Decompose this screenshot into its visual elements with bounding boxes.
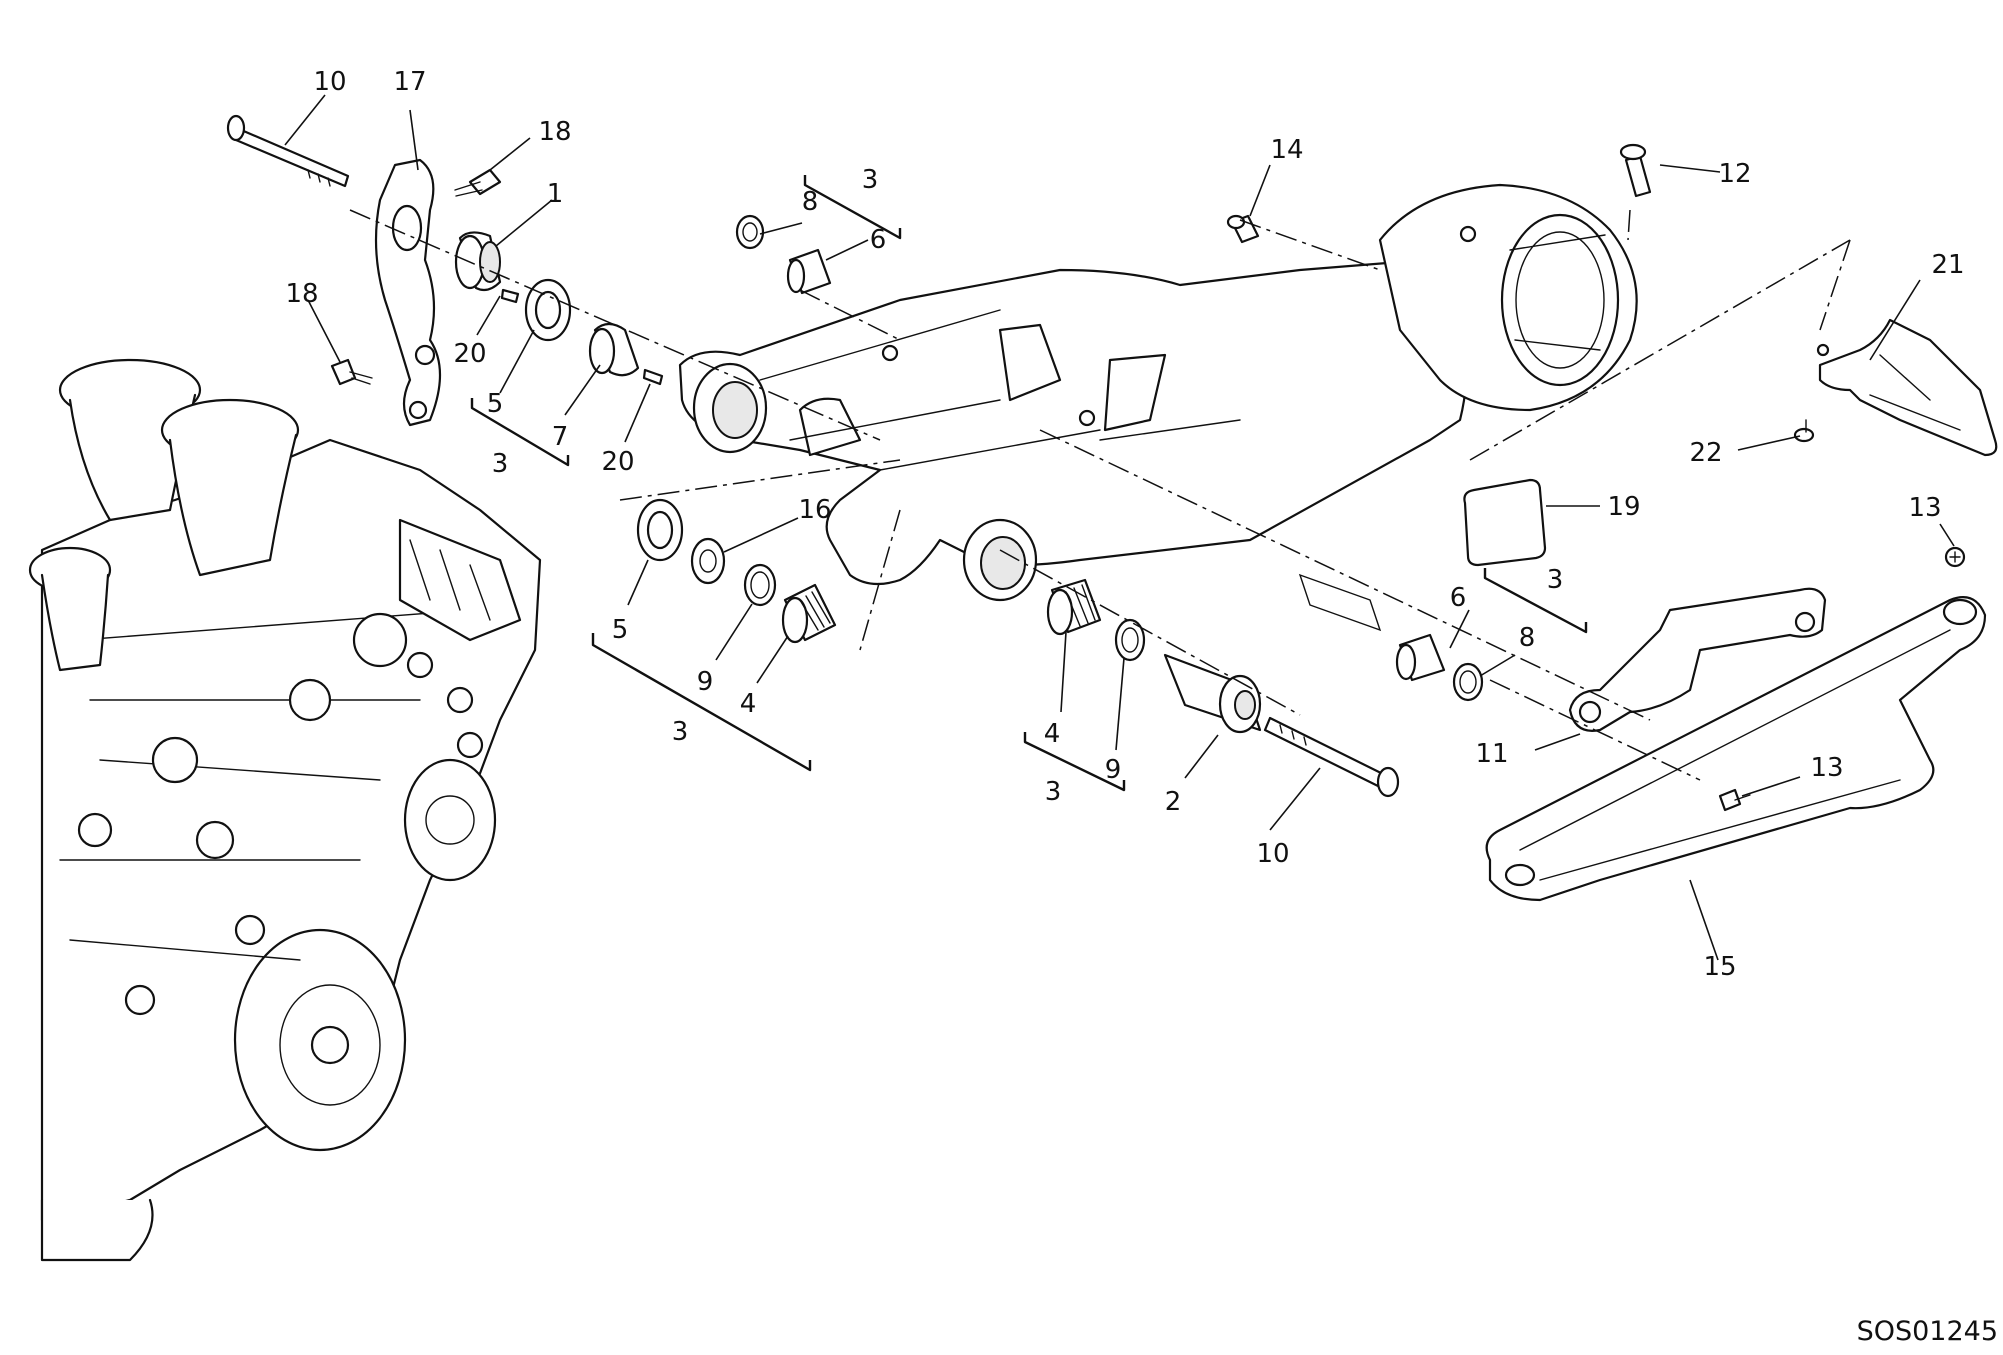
spacer-6-upper	[786, 248, 832, 295]
callout-label: 11	[1475, 739, 1508, 769]
assembly-axis-lines	[349, 209, 1851, 781]
callout-label: 12	[1718, 159, 1751, 189]
screw-13-upper	[1944, 546, 1966, 568]
screw-14	[1226, 214, 1260, 244]
callout-label: 21	[1931, 250, 1964, 280]
callout-label: 19	[1607, 492, 1640, 522]
callout-label: 4	[740, 689, 757, 719]
bearing-5-left	[524, 278, 572, 342]
callout-label: 20	[453, 339, 486, 369]
seal-8-upper	[735, 214, 765, 250]
callout-label: 8	[802, 187, 819, 217]
pin-20-lower	[642, 368, 664, 386]
seal-8-lower	[1452, 662, 1484, 702]
callout-label: 3	[492, 449, 509, 479]
callout-label: 18	[538, 117, 571, 147]
callout-label: 13	[1908, 493, 1941, 523]
needle-bearing-4-left	[781, 583, 837, 644]
callout-label: 9	[1105, 755, 1122, 785]
chain-guide-bracket-11	[1568, 587, 1827, 732]
bushing-7	[588, 322, 640, 377]
callout-label: 3	[1547, 565, 1564, 595]
ring-9-lower-left	[743, 563, 777, 607]
callout-label: 8	[1519, 623, 1536, 653]
pivot-bolt-left	[226, 114, 350, 188]
spacer-tube	[1298, 573, 1382, 632]
screw-13-lower	[1718, 788, 1751, 812]
pin-20-upper	[500, 288, 520, 304]
needle-bearing-4-right	[1046, 578, 1102, 636]
callout-label: 5	[487, 389, 504, 419]
swingarm	[678, 183, 1638, 602]
callout-label: 10	[1256, 839, 1289, 869]
callout-label: 3	[1045, 777, 1062, 807]
callout-label: 10	[313, 67, 346, 97]
callout-label: 18	[285, 279, 318, 309]
drawing-code: SOS01245	[1857, 1316, 1998, 1347]
callout-label: 5	[612, 615, 629, 645]
ring-9-lower-right	[1114, 618, 1146, 662]
left-pivot-bracket	[374, 158, 442, 427]
callout-label: 4	[1044, 719, 1061, 749]
callout-label: 9	[697, 667, 714, 697]
chain-guard-21	[1816, 318, 1998, 457]
engine-block-drawing	[28, 358, 542, 1262]
leader-lines	[284, 94, 1955, 961]
screw-18-lower	[330, 358, 373, 386]
callout-label: 16	[798, 495, 831, 525]
callout-label: 6	[1450, 583, 1467, 613]
callout-label: 6	[870, 225, 887, 255]
callout-label: 22	[1689, 438, 1722, 468]
callout-label: 3	[672, 717, 689, 747]
screw-22	[1793, 419, 1815, 443]
bearing-5-lower	[636, 498, 684, 562]
chain-slider-15	[1485, 596, 1987, 902]
screw-12	[1619, 143, 1652, 198]
sticker-19	[1463, 478, 1547, 567]
callout-label: 2	[1165, 787, 1182, 817]
washer-16	[690, 537, 726, 585]
callout-label: 17	[393, 67, 426, 97]
callout-label: 20	[601, 447, 634, 477]
screw-18-upper	[454, 168, 502, 197]
spacer-2	[1163, 653, 1262, 734]
callout-labels: 10 17 18 1 18 20 5 3 7 20 3 8 6 5 16 9 4…	[285, 67, 1964, 982]
callout-label: 13	[1810, 753, 1843, 783]
callout-label: 1	[547, 179, 564, 209]
callout-label: 7	[552, 422, 569, 452]
pivot-bolt-right	[1263, 716, 1400, 798]
bushing-1	[454, 231, 502, 292]
spacer-6-lower	[1395, 633, 1446, 682]
callout-label: 15	[1703, 952, 1736, 982]
kit-braces	[470, 175, 1588, 792]
callout-label: 14	[1270, 135, 1303, 165]
callout-label: 3	[862, 165, 879, 195]
